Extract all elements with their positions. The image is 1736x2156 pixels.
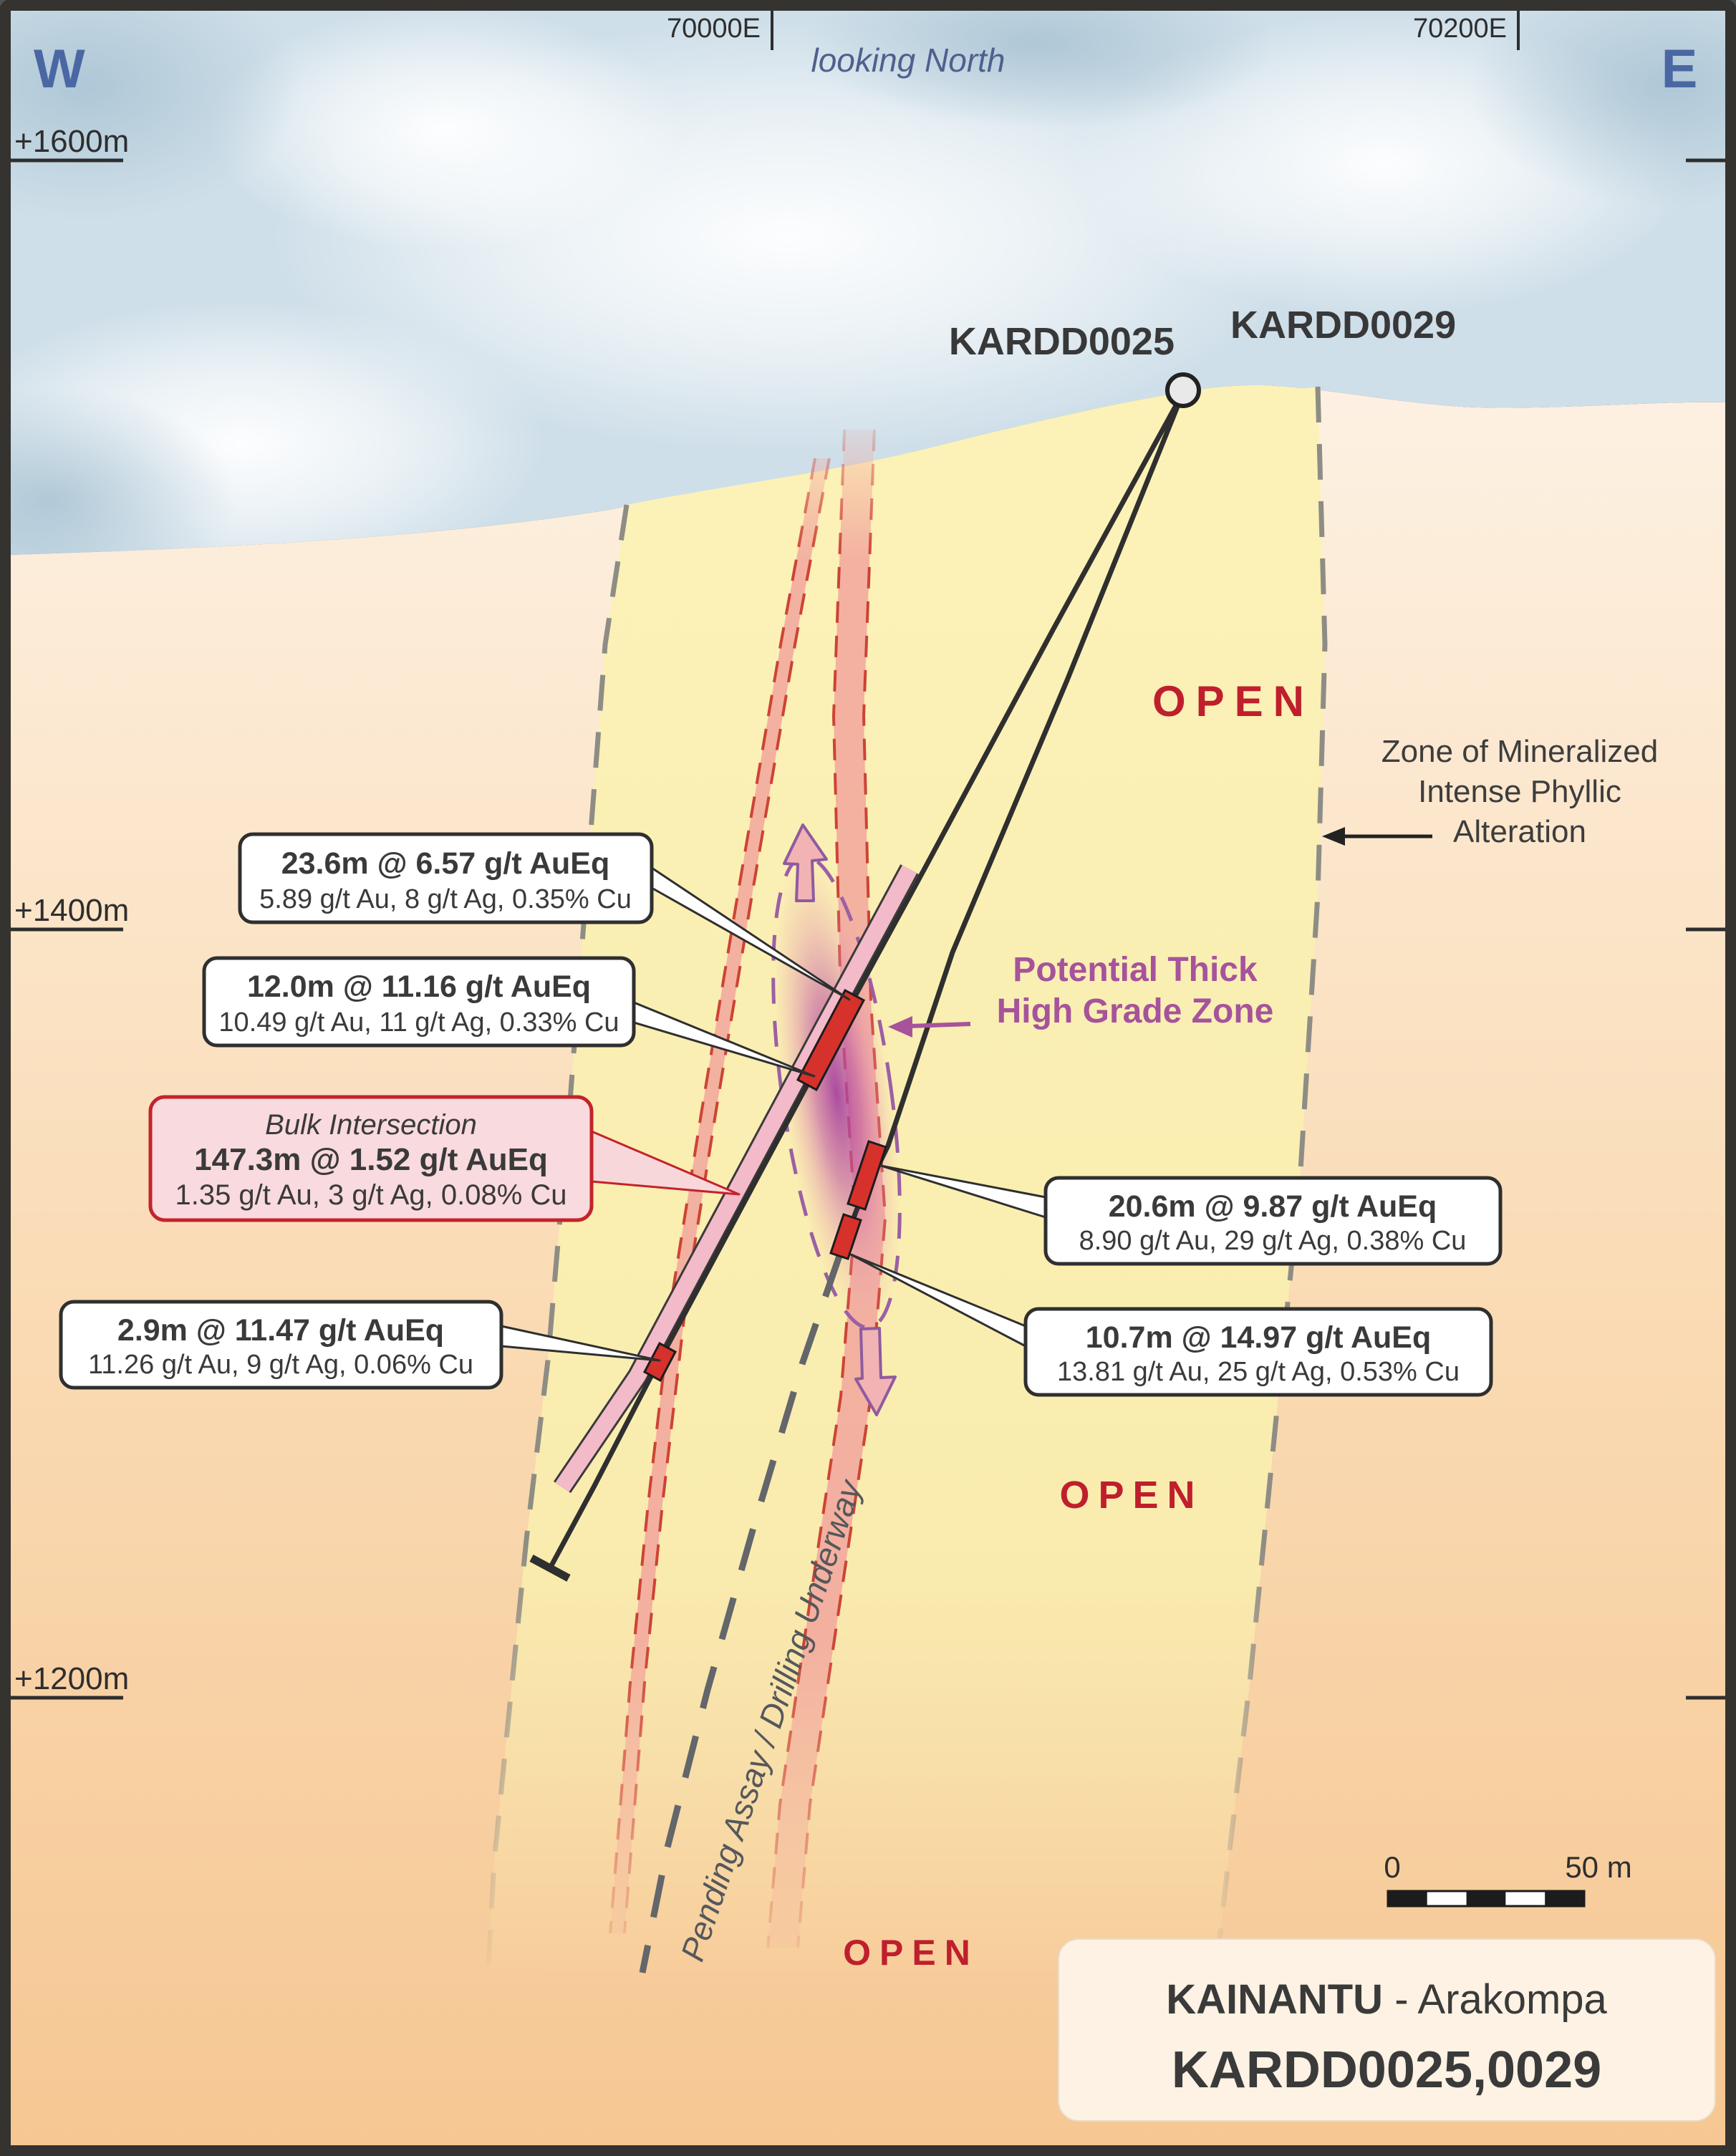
intercept-headline: 12.0m @ 11.16 g/t AuEq [247, 970, 591, 1004]
scale-end-label: 50 m [1565, 1850, 1631, 1884]
high-grade-label-line1: Potential Thick [1013, 951, 1258, 989]
scale-seg [1427, 1891, 1467, 1906]
alteration-boundary-west [486, 504, 630, 1970]
elevation-label: +1200m [14, 1661, 129, 1696]
callout-23-6m: 23.6m @ 6.57 g/t AuEq 5.89 g/t Au, 8 g/t… [238, 832, 654, 924]
intercept-2-9m [642, 1341, 677, 1383]
cloud [208, 7, 680, 251]
scale-seg [1545, 1891, 1584, 1906]
cloud-shadow [802, 0, 1275, 129]
scale-seg [1388, 1891, 1427, 1906]
title-block: KAINANTU - Arakompa KARDD0025,0029 [1058, 1938, 1716, 2122]
intercept-10-7m [829, 1213, 862, 1260]
intercept-markers [642, 988, 887, 1383]
extension-arrow-up [783, 823, 828, 902]
alteration-boundary-east [1211, 386, 1328, 1991]
title-separator: - [1394, 1976, 1408, 2023]
compass-west: W [34, 39, 85, 100]
intercept-23-6m [796, 988, 866, 1092]
high-grade-arrow-head [888, 1016, 912, 1038]
callout-20-6m: 20.6m @ 9.87 g/t AuEq 8.90 g/t Au, 29 g/… [1043, 1176, 1503, 1266]
alteration-zone-label: Zone of Mineralized Intense Phyllic Alte… [1322, 734, 1658, 849]
scale-seg [1505, 1891, 1545, 1906]
alteration-label-line1: Zone of Mineralized [1381, 734, 1658, 769]
scale-frame [1387, 1890, 1586, 1908]
intercept-detail: 8.90 g/t Au, 29 g/t Ag, 0.38% Cu [1079, 1226, 1467, 1256]
elevation-label: +1600m [14, 124, 129, 159]
intercept-20-6m [847, 1140, 887, 1211]
bulk-title: Bulk Intersection [265, 1109, 477, 1141]
scale-bar: 0 50 m [1384, 1850, 1632, 1908]
callout-2-9m: 2.9m @ 11.47 g/t AuEq 11.26 g/t Au, 9 g/… [59, 1300, 503, 1390]
grid-ticks: 70000E 70200E +1600m +1400m +1200m [10, 10, 1726, 1700]
dyke-east-fill [768, 430, 885, 1948]
extension-arrow-down [854, 1327, 897, 1416]
cloud-shadow [1468, 0, 1736, 208]
trace-kardd0029-pending [639, 1255, 843, 1973]
title-project: KAINANTU [1166, 1976, 1383, 2023]
intercept-detail: 5.89 g/t Au, 8 g/t Ag, 0.35% Cu [259, 884, 632, 914]
elevation-label: +1400m [14, 893, 129, 928]
high-grade-label-line2: High Grade Zone [997, 992, 1274, 1030]
bulk-headline: 147.3m @ 1.52 g/t AuEq [194, 1142, 548, 1177]
callout-bulk-intersection: Bulk Intersection 147.3m @ 1.52 g/t AuEq… [148, 1095, 594, 1222]
easting-label: 70000E [667, 14, 761, 44]
alteration-arrow-head [1322, 827, 1345, 846]
sky [0, 0, 1736, 616]
easting-label: 70200E [1413, 14, 1507, 44]
collar-label-kardd0029: KARDD0029 [1230, 304, 1456, 347]
callout-12-0m: 12.0m @ 11.16 g/t AuEq 10.49 g/t Au, 11 … [202, 956, 636, 1048]
bulk-detail: 1.35 g/t Au, 3 g/t Ag, 0.08% Cu [175, 1179, 566, 1211]
title-prospect: Arakompa [1417, 1976, 1607, 2023]
intercept-headline: 20.6m @ 9.87 g/t AuEq [1109, 1189, 1437, 1224]
cloud-shadow [0, 0, 301, 222]
alteration-label-line3: Alteration [1453, 814, 1586, 849]
high-grade-arrow-line [909, 1022, 971, 1028]
title-line1: KAINANTU - Arakompa [1166, 1976, 1607, 2023]
scale-seg [1466, 1891, 1506, 1906]
high-grade-zone-label: Potential Thick High Grade Zone [888, 951, 1273, 1038]
open-label-upper: OPEN [1152, 677, 1314, 725]
callout-leaders [500, 866, 1047, 1362]
alteration-label-line2: Intense Phyllic [1418, 774, 1621, 809]
intercept-detail: 10.49 g/t Au, 11 g/t Ag, 0.33% Cu [218, 1007, 619, 1038]
open-label-lower: OPEN [843, 1933, 979, 1973]
intercept-headline: 23.6m @ 6.57 g/t AuEq [281, 846, 610, 881]
callout-10-7m: 10.7m @ 14.97 g/t AuEq 13.81 g/t Au, 25 … [1023, 1307, 1493, 1397]
phyllic-alteration-zone [488, 385, 1325, 1991]
intercept-detail: 11.26 g/t Au, 9 g/t Ag, 0.06% Cu [88, 1350, 473, 1380]
title-holes: KARDD0025,0029 [1172, 2041, 1601, 2099]
intercept-headline: 2.9m @ 11.47 g/t AuEq [117, 1313, 444, 1348]
trace-kardd0025-eoh [529, 1555, 571, 1582]
intercept-detail: 13.81 g/t Au, 25 g/t Ag, 0.53% Cu [1057, 1357, 1460, 1387]
compass-east: E [1662, 39, 1698, 100]
drill-collar [1165, 372, 1201, 408]
trace-kardd0025 [547, 391, 1186, 1570]
high-grade-zone-outline [771, 854, 902, 1330]
open-labels: OPEN OPEN OPEN [843, 677, 1314, 1973]
scale-start-label: 0 [1384, 1850, 1400, 1884]
open-label-middle: OPEN [1059, 1474, 1203, 1517]
dyke-west-fill [610, 458, 829, 1933]
bulk-intersection-band [555, 865, 917, 1492]
view-direction-note: looking North [811, 42, 1005, 79]
collar-label-kardd0025: KARDD0025 [949, 320, 1175, 363]
intercept-headline: 10.7m @ 14.97 g/t AuEq [1086, 1320, 1431, 1355]
